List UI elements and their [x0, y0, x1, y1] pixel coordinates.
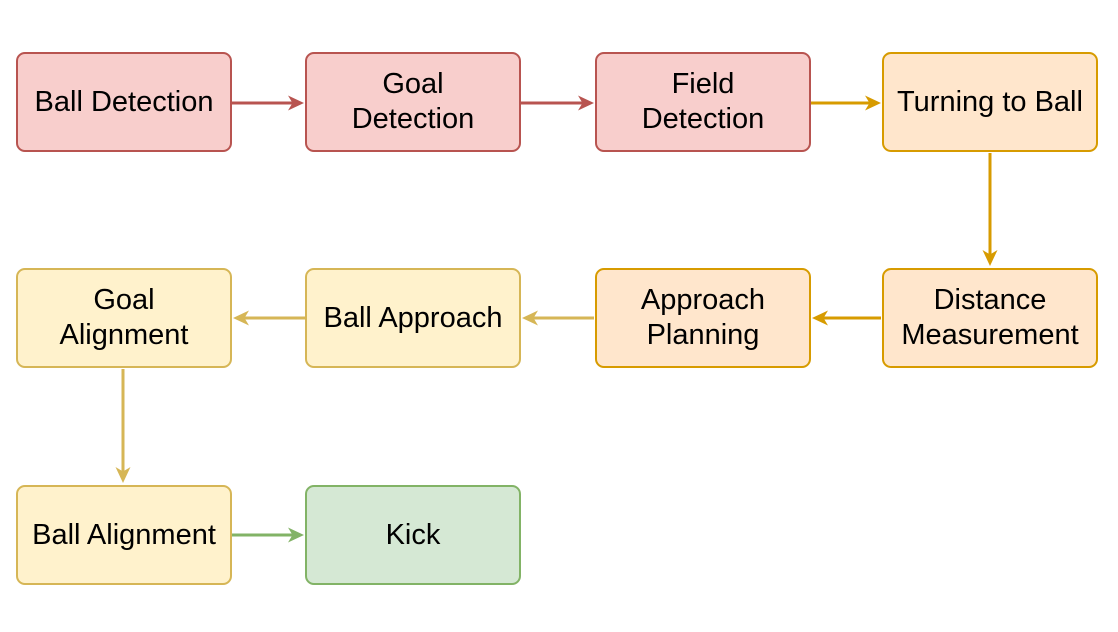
node-field-detection[interactable]: Field Detection	[595, 52, 811, 152]
edge-field-detection-to-turning-to-ball	[811, 95, 881, 111]
node-goal-alignment[interactable]: Goal Alignment	[16, 268, 232, 368]
node-goal-detection[interactable]: Goal Detection	[305, 52, 521, 152]
node-goal-detection-label: Goal Detection	[351, 68, 475, 135]
node-ball-alignment-label: Ball Alignment	[32, 518, 216, 551]
edge-goal-alignment-to-ball-alignment	[115, 369, 131, 483]
node-turning-to-ball[interactable]: Turning to Ball	[882, 52, 1098, 152]
node-kick[interactable]: Kick	[305, 485, 521, 585]
edge-distance-measurement-to-approach-planning	[812, 310, 881, 326]
node-turning-to-ball-label: Turning to Ball	[897, 85, 1083, 118]
node-ball-approach[interactable]: Ball Approach	[305, 268, 521, 368]
node-ball-detection-label: Ball Detection	[34, 85, 214, 118]
node-approach-planning[interactable]: Approach Planning	[595, 268, 811, 368]
node-ball-approach-label: Ball Approach	[323, 301, 503, 334]
edge-ball-alignment-to-kick	[232, 527, 304, 543]
edge-ball-approach-to-goal-alignment	[233, 310, 305, 326]
edge-turning-to-ball-to-distance-measurement	[982, 153, 998, 266]
node-kick-label: Kick	[385, 518, 441, 551]
node-field-detection-label: Field Detection	[641, 68, 765, 135]
edge-ball-detection-to-goal-detection	[232, 95, 304, 111]
node-goal-alignment-label: Goal Alignment	[59, 284, 189, 351]
node-distance-measurement[interactable]: Distance Measurement	[882, 268, 1098, 368]
edge-approach-planning-to-ball-approach	[522, 310, 594, 326]
edge-goal-detection-to-field-detection	[521, 95, 594, 111]
node-distance-measurement-label: Distance Measurement	[901, 284, 1079, 351]
node-approach-planning-label: Approach Planning	[640, 284, 766, 351]
node-ball-alignment[interactable]: Ball Alignment	[16, 485, 232, 585]
node-ball-detection[interactable]: Ball Detection	[16, 52, 232, 152]
